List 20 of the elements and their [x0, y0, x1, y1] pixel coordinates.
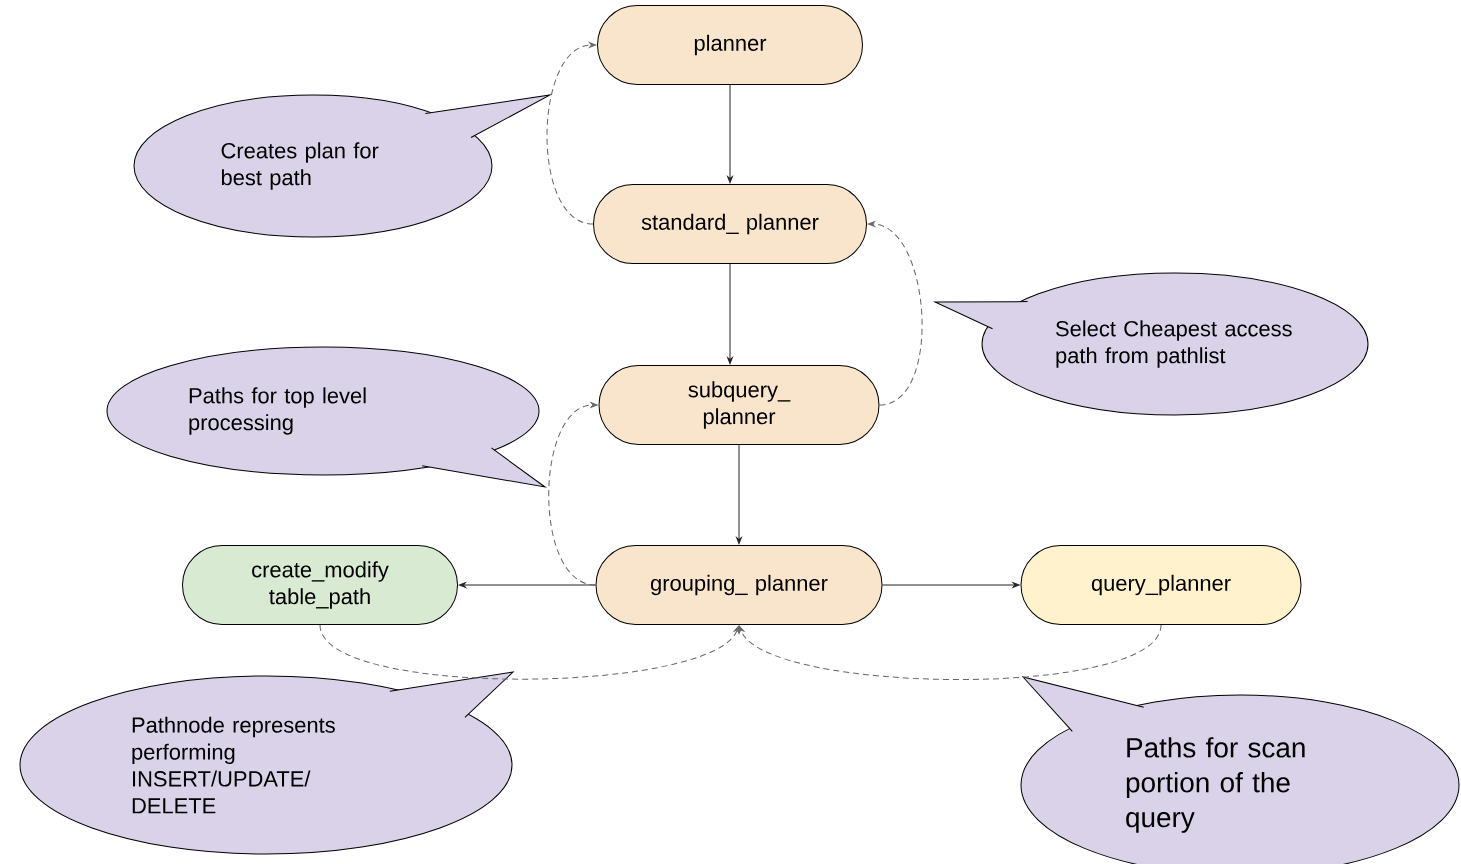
speech-bubble: Paths for top level processing [106, 346, 546, 488]
dashed-arrow [546, 42, 597, 225]
arrow [727, 84, 733, 184]
speech-bubble: Pathnode represents performing INSERT/UPDATE/ DELETE [19, 671, 514, 855]
arrow [736, 444, 742, 545]
process-box: planner [597, 5, 863, 85]
process-box: subquery_ planner [598, 365, 880, 445]
dashed-arrow [319, 624, 740, 680]
dashed-arrow [738, 624, 1162, 681]
arrow [882, 582, 1020, 588]
dashed-arrow [548, 402, 598, 586]
arrow [727, 263, 733, 365]
speech-bubble: Paths for scan portion of the query [1020, 676, 1460, 864]
process-box: query_planner [1020, 545, 1302, 625]
dashed-arrow [867, 221, 923, 406]
process-box: create_modify table_path [182, 545, 458, 625]
speech-bubble: Select Cheapest access path from pathlist [934, 272, 1369, 416]
process-box: standard_ planner [593, 184, 867, 264]
speech-bubble: Creates plan for best path [133, 94, 551, 238]
process-box: grouping_ planner [595, 545, 883, 625]
